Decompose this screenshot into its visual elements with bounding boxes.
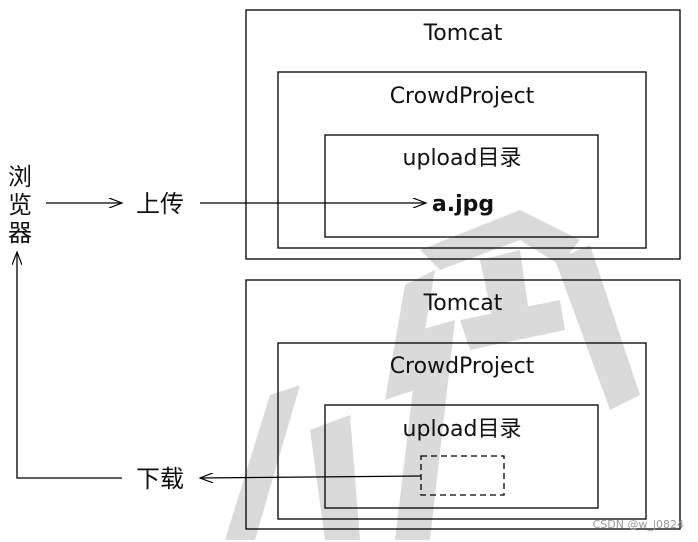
- top-upload-folder-label: upload目录: [403, 146, 522, 171]
- download-to-browser-arrow: [17, 252, 122, 479]
- browser-label-char-2: 览: [8, 191, 32, 219]
- missing-file-placeholder: [420, 455, 505, 496]
- browser-label-char-3: 器: [8, 219, 32, 247]
- bottom-project-label: CrowdProject: [390, 354, 535, 379]
- file-to-download-arrow: [200, 476, 422, 478]
- background-watermark-shape: [225, 210, 640, 540]
- bottom-tomcat-label: Tomcat: [423, 291, 503, 316]
- uploaded-file-label: a.jpg: [432, 192, 494, 217]
- bottom-upload-folder-box: [324, 404, 599, 509]
- bottom-tomcat-box: [245, 279, 681, 530]
- top-tomcat-box: [245, 9, 681, 260]
- top-project-label: CrowdProject: [390, 84, 535, 109]
- top-upload-folder-box: [324, 134, 599, 238]
- browser-label-char-1: 浏: [8, 163, 32, 191]
- upload-label: 上传: [136, 190, 184, 218]
- download-label: 下载: [136, 465, 184, 493]
- top-project-box: [277, 71, 647, 249]
- bottom-upload-folder-label: upload目录: [403, 417, 522, 442]
- csdn-watermark: CSDN @w_j0824: [593, 518, 684, 531]
- bottom-project-box: [277, 342, 647, 520]
- top-tomcat-label: Tomcat: [423, 21, 503, 46]
